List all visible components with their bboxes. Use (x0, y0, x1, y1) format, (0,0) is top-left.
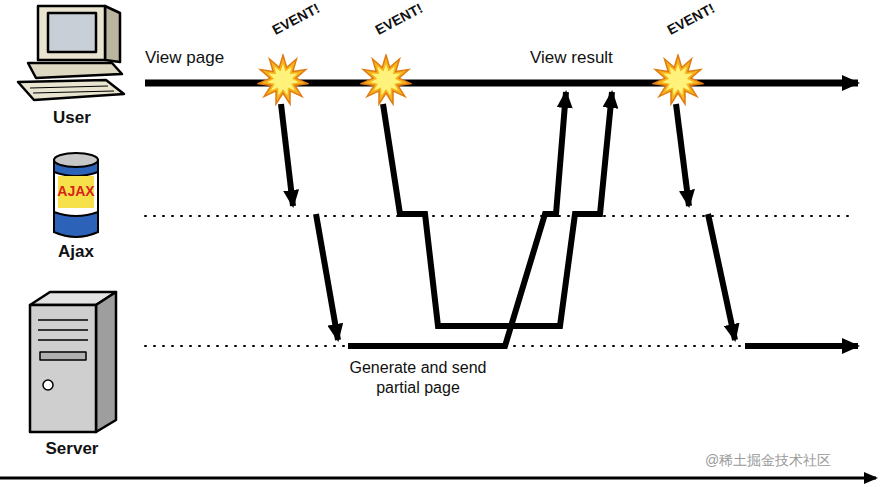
text-label: @稀土掘金技术社区 (705, 452, 831, 469)
event-label: EVENT! (664, 0, 717, 38)
ajax-can-icon (54, 153, 98, 237)
user-timeline (145, 80, 858, 87)
text-label: Ajax (58, 242, 94, 262)
event-star: EVENT! (257, 54, 309, 106)
text-label: AJAX (57, 183, 94, 200)
star-shape (360, 54, 412, 106)
computer-icon (18, 6, 124, 100)
time-axis (0, 477, 876, 480)
flow-arrow (281, 104, 293, 206)
ajax-lane (145, 215, 855, 217)
flow-arrow (348, 92, 566, 346)
flow-arrow (383, 92, 612, 326)
flow-arrow (316, 214, 338, 340)
flow-arrow (676, 104, 689, 206)
event-label: EVENT! (372, 0, 425, 38)
event-star: EVENT! (360, 54, 412, 106)
star-shape (257, 54, 309, 106)
text-label: Server (46, 439, 99, 459)
event-star: EVENT! (652, 54, 704, 106)
star-shape (652, 54, 704, 106)
text-label: View result (530, 48, 613, 68)
server-icon (30, 292, 116, 432)
text-label: User (53, 108, 91, 128)
text-label: View page (145, 48, 224, 68)
flow-arrow (708, 214, 735, 340)
text-label: Generate and send partial page (348, 358, 488, 398)
flow-arrow (745, 343, 858, 349)
event-label: EVENT! (269, 0, 322, 38)
